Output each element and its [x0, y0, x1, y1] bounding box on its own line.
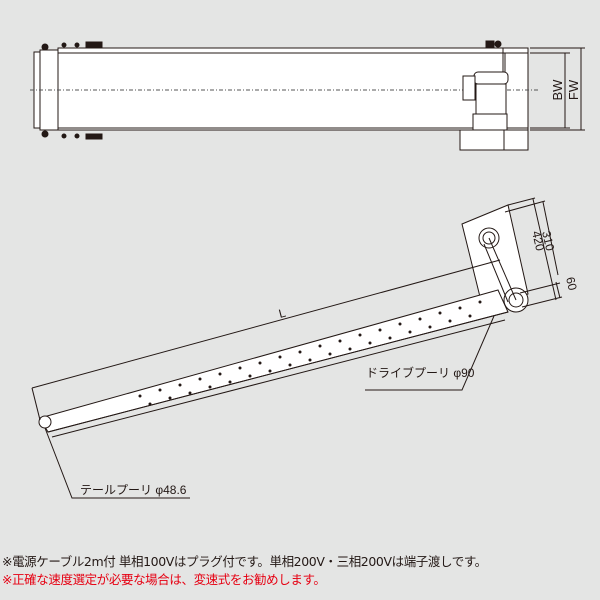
note-power-cable: ※電源ケーブル2m付 単相100Vはプラグ付です。単相200V・三相200Vは端…: [2, 554, 487, 569]
dim-fw: FW: [566, 79, 581, 100]
dim-60: 60: [563, 276, 580, 292]
dim-length: L: [277, 306, 287, 321]
dim-bw: BW: [550, 79, 565, 101]
dim-420: 420: [529, 230, 547, 253]
motor-icon: [459, 71, 529, 151]
top-view: [30, 40, 585, 151]
drive-pulley-label: ドライブプーリ φ90: [366, 365, 475, 380]
side-view: [31, 197, 563, 499]
tail-bracket-icon: [41, 41, 103, 140]
note-speed-selection: ※正確な速度選定が必要な場合は、変速式をお勧めします。: [2, 572, 326, 587]
head-bracket-icon: [485, 40, 502, 48]
tail-pulley-label: テールプーリ φ48.6: [80, 483, 187, 497]
dim-310: 310: [539, 230, 557, 253]
perforation-pattern: [138, 300, 482, 406]
